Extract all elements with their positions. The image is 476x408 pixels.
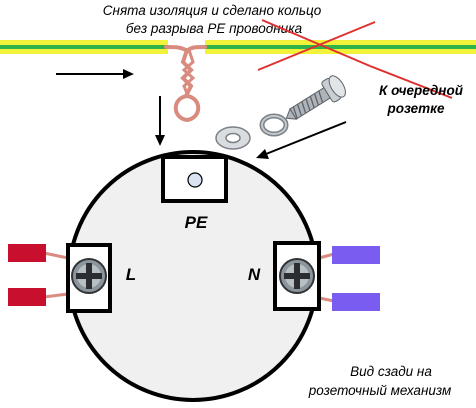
neutral-wires — [318, 246, 380, 311]
arrow-loop-to-terminal — [155, 96, 165, 146]
arrow-screw-to-terminal — [256, 121, 347, 159]
pe-wire-right — [205, 40, 476, 54]
pe-terminal — [161, 155, 228, 203]
terminal-label-pe: PE — [185, 213, 208, 232]
pe-wire-left — [0, 40, 168, 54]
terminal-label-n: N — [248, 265, 261, 284]
phase-wires — [8, 244, 69, 306]
caption-bottom-line1: Вид сзади на — [350, 364, 432, 379]
screw-head-l-icon — [71, 258, 107, 294]
washer-icon — [215, 126, 251, 150]
caption-next-socket-line1: К очередной — [379, 83, 464, 98]
terminal-label-l: L — [126, 265, 136, 284]
cross-mark-icon — [257, 19, 453, 99]
spring-washer-icon — [259, 113, 289, 137]
caption-next-socket-line2: розетке — [386, 101, 445, 116]
screw-head-n-icon — [279, 258, 315, 294]
caption-top-line1: Снята изоляция и сделано кольцо — [103, 3, 322, 18]
arrow-wire-direction — [56, 69, 134, 79]
caption-top-line2: без разрыва PE проводника — [126, 21, 303, 36]
caption-bottom-line2: розеточный механизм — [308, 383, 452, 398]
screw-icon — [285, 75, 346, 120]
copper-loop — [164, 45, 207, 123]
